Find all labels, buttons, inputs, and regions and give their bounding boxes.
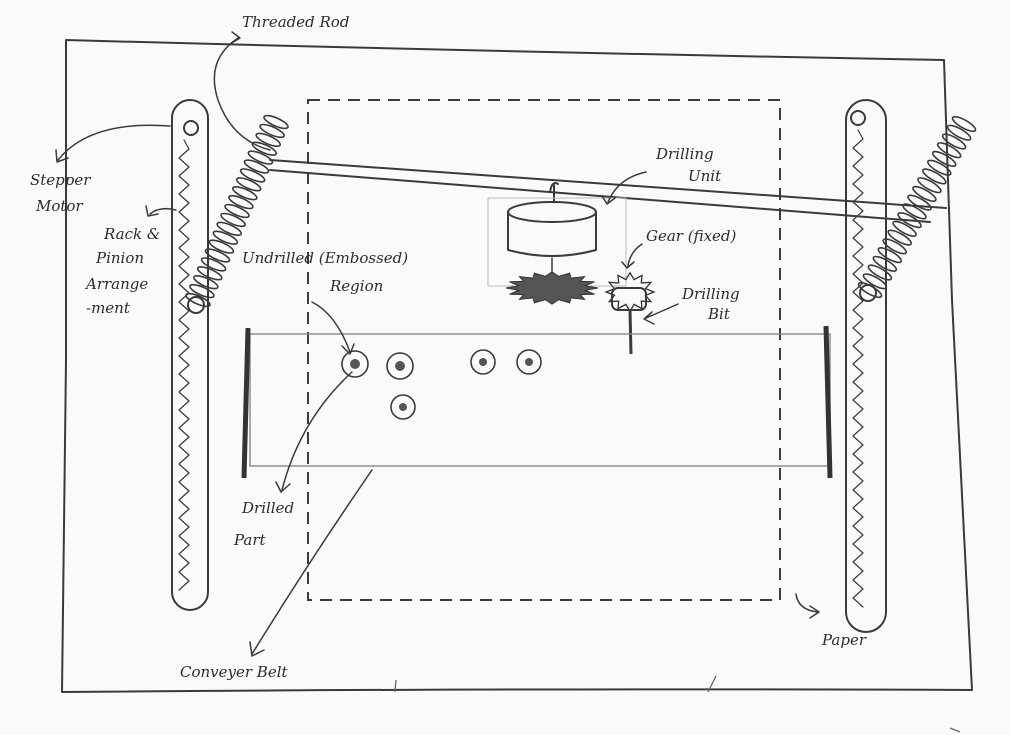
hole — [399, 403, 407, 411]
leader-stepper-motor — [58, 125, 170, 160]
label-undrilled-line2: Region — [330, 278, 383, 295]
leader-lines — [56, 32, 819, 656]
hole — [479, 358, 487, 366]
label-paper: Paper — [822, 632, 866, 649]
drilling-bit — [630, 310, 631, 354]
drilling-bit-holder — [612, 288, 646, 310]
bottom-scribbles — [395, 676, 960, 732]
large-gear — [506, 272, 598, 304]
left-rack-teeth — [179, 140, 189, 590]
label-rack-pinion-line4: -ment — [86, 300, 130, 317]
leader-gear — [628, 244, 642, 266]
left-rack-column — [172, 100, 208, 610]
label-conveyer-belt: Conveyer Belt — [180, 664, 288, 681]
label-stepper-motor-line1: Stepper — [30, 172, 90, 189]
left-stepper-motor — [184, 121, 198, 135]
label-drilling-bit-line1: Drilling — [682, 286, 740, 303]
label-rack-pinion-line1: Rack & — [104, 226, 160, 243]
lower-rail — [270, 170, 930, 222]
hole — [350, 359, 360, 369]
belt-left-roller — [244, 328, 248, 478]
label-rack-pinion-line2: Pinion — [96, 250, 144, 267]
hole — [395, 361, 405, 371]
leader-drilled-part — [282, 372, 352, 490]
leader-conveyer-belt — [252, 470, 372, 654]
left-threaded-rod — [184, 113, 289, 309]
label-undrilled-line1: Undrilled (Embossed) — [242, 250, 408, 267]
label-gear-fixed: Gear (fixed) — [646, 228, 736, 245]
drilled-holes — [342, 350, 541, 419]
label-drilling-unit-line1: Drilling — [656, 146, 714, 163]
arrow-conveyer-belt — [250, 642, 264, 656]
leader-drilling-bit — [646, 304, 678, 318]
label-drilled-part-line2: Part — [234, 532, 266, 549]
right-rack-column — [846, 100, 886, 632]
label-threaded-rod: Threaded Rod — [242, 14, 349, 31]
leader-undrilled — [312, 302, 350, 352]
right-threaded-rod — [857, 114, 978, 300]
right-stepper-motor — [851, 111, 865, 125]
arrow-drilling-bit — [644, 312, 654, 324]
label-drilling-bit-line2: Bit — [708, 306, 730, 323]
conveyer-belt — [250, 334, 830, 466]
label-drilling-unit-line2: Unit — [688, 168, 721, 185]
label-stepper-motor-line2: Motor — [36, 198, 83, 215]
label-drilled-part-line1: Drilled — [242, 500, 294, 517]
label-rack-pinion-line3: Arrange — [86, 276, 148, 293]
hole — [525, 358, 533, 366]
drilling-unit-top — [508, 202, 596, 222]
